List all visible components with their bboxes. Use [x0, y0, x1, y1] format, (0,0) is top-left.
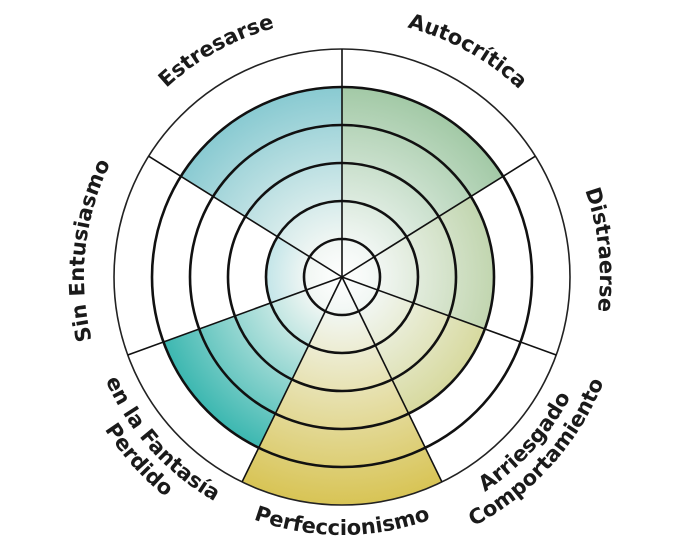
label-sin-entusiasmo: Sin Entusiasmo [65, 155, 115, 344]
spoke-4 [341, 276, 443, 483]
label-autocritica: Autocrítica [406, 9, 532, 93]
sector-comportamiento-arriesgado [342, 277, 485, 414]
spoke-3 [341, 276, 557, 356]
sector-fills [163, 87, 504, 505]
sector-estresarse [180, 87, 342, 277]
spoke-2 [341, 155, 536, 278]
sector-distraerse [342, 196, 494, 329]
label-estresarse: Estresarse [154, 10, 277, 92]
label-perfeccionismo: Perfeccionismo [252, 501, 432, 540]
spoke-5 [241, 276, 343, 483]
label-distraerse: Distraerse [580, 184, 619, 313]
sector-autocritica [342, 87, 504, 277]
sector-perdido-en-la-fantasia [163, 277, 342, 448]
ring-grid [113, 48, 571, 506]
spoke-6 [127, 276, 343, 356]
spoke-7 [148, 155, 343, 278]
